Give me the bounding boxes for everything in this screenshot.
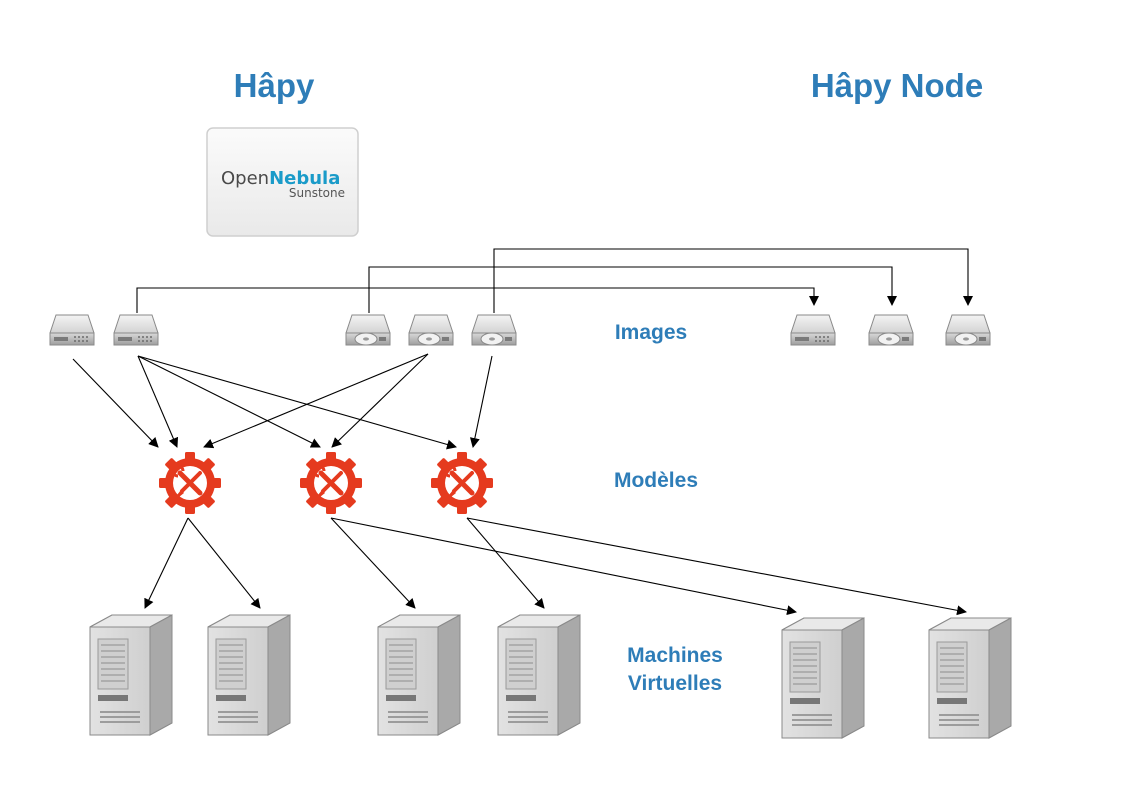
hapy-title: Hâpy — [234, 67, 315, 104]
template-vm-link — [466, 517, 967, 616]
template-vm-links — [144, 517, 967, 616]
image-replication-links — [136, 248, 973, 313]
server-tower-icon — [497, 614, 581, 736]
template-vm-link — [330, 517, 797, 616]
replication-link — [493, 248, 973, 313]
templates-label: Modèles — [614, 469, 698, 492]
template-vm-link — [144, 517, 189, 609]
replication-link — [136, 287, 819, 313]
template-vm-link — [330, 517, 416, 609]
gear-tools-icon — [431, 452, 493, 514]
hard-disk-icon — [113, 314, 159, 346]
sunstone-nebula-text: Nebula — [269, 168, 340, 189]
optical-disc-drive-icon — [345, 314, 391, 346]
server-tower-icon — [89, 614, 173, 736]
gear-tools-icon — [300, 452, 362, 514]
image-template-link — [137, 355, 457, 450]
sunstone-open-text: Open — [221, 168, 269, 189]
images-label: Images — [615, 321, 687, 344]
server-tower-icon — [781, 617, 865, 739]
image-template-link — [137, 355, 179, 448]
server-tower-icon — [377, 614, 461, 736]
optical-disc-drive-icon — [945, 314, 991, 346]
template-vm-link — [187, 517, 261, 609]
replication-link — [368, 266, 897, 313]
vms-label-line1: Machines — [627, 644, 723, 667]
server-tower-icon — [928, 617, 1012, 739]
template-vm-link — [466, 517, 545, 609]
optical-disc-drive-icon — [408, 314, 454, 346]
hard-disk-icon — [790, 314, 836, 346]
hapy-node-title: Hâpy Node — [811, 67, 983, 104]
image-template-link — [469, 355, 493, 448]
image-template-links — [72, 353, 493, 450]
opennebula-sunstone-logo: OpenNebula Sunstone — [206, 127, 359, 237]
image-template-link — [72, 358, 159, 448]
sunstone-sub-text: Sunstone — [289, 186, 345, 200]
image-template-link — [331, 353, 429, 448]
optical-disc-drive-icon — [868, 314, 914, 346]
image-template-link — [137, 355, 321, 448]
image-template-link — [203, 353, 429, 449]
vms-label-line2: Virtuelles — [628, 672, 722, 695]
server-tower-icon — [207, 614, 291, 736]
optical-disc-drive-icon — [471, 314, 517, 346]
svg-text:OpenNebula: OpenNebula — [221, 168, 340, 189]
gear-tools-icon — [159, 452, 221, 514]
hard-disk-icon — [49, 314, 95, 346]
